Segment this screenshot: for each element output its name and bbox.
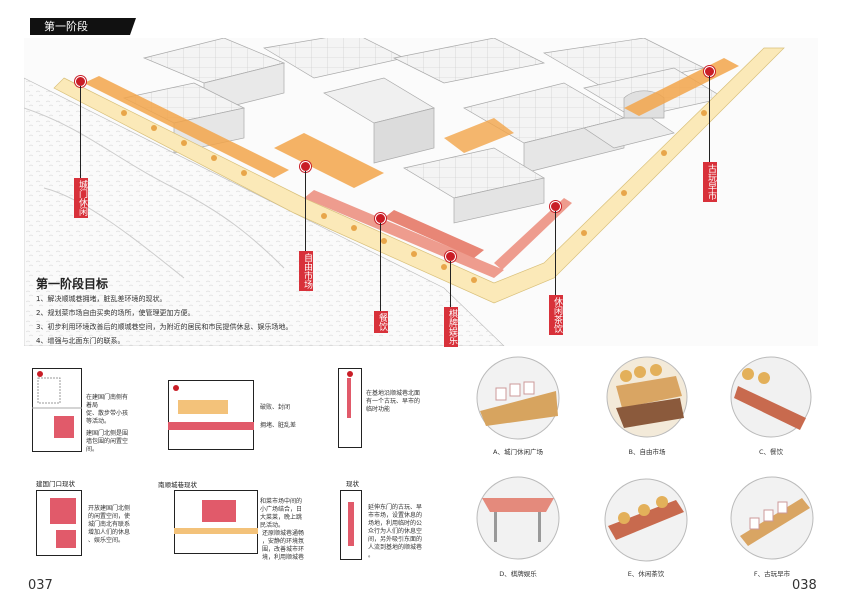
stage-title: 第一阶段 (44, 20, 88, 33)
goal-item-1: 1、解决顺城巷拥堵，脏乱差环境的现状。 (36, 295, 167, 303)
market-strip-west (84, 76, 289, 178)
marker-c-line (380, 223, 381, 311)
vignette-e-caption: E、休闲茶饮 (627, 570, 665, 578)
vignette-f-antique (730, 476, 814, 560)
aerial-axonometric-drawing (24, 38, 818, 346)
analysis-map-b3 (340, 490, 362, 560)
vignette-b-caption: B、自由市场 (628, 448, 666, 456)
background-buildings (122, 38, 725, 224)
analysis-a1-note: 在建国门南侧有着局促、散步带小孩等活动。 (86, 394, 129, 425)
marker-b-line (305, 171, 306, 251)
vignette-c-caption: C、餐饮 (758, 448, 784, 456)
analysis-a2-legend-1: 破败、封闭 (260, 404, 291, 411)
label-antique-market: 古玩早市 (703, 162, 717, 202)
page-number-right: 038 (792, 578, 817, 593)
tea-strip (494, 198, 572, 270)
shuncheng-lane-road (53, 47, 785, 304)
analysis-a1-note2: 建国门北侧是围墙包围的闲置空间。 (86, 430, 129, 453)
label-city-gate-leisure: 城门休闲 (74, 178, 88, 218)
analysis-map-a2 (168, 380, 254, 450)
goal-item-2: 2、规划菜市场自由买卖的场所，使管理更加方便。 (36, 309, 195, 317)
goals-title: 第一阶段目标 (36, 277, 109, 291)
analysis-map-a3 (338, 368, 362, 448)
label-dining: 餐饮 (374, 311, 388, 333)
marker-a-line (80, 86, 81, 178)
analysis-b2-title: 南顺城巷现状 (158, 481, 197, 489)
page-number-left: 037 (28, 578, 53, 593)
vignette-a-caption: A、城门休闲广场 (493, 448, 543, 456)
label-chess-entertainment: 棋牌娱乐 (444, 307, 458, 347)
vignette-e-tea (604, 478, 688, 562)
marker-d-line (450, 261, 451, 307)
vignette-d-chess (476, 476, 560, 560)
analysis-b3-title: 现状 (346, 480, 359, 488)
analysis-b2-note2: 还原顺城巷通畅，安静的环境氛围，改善城市环境，利用顺城巷 (262, 530, 305, 561)
marker-f-line (709, 76, 710, 162)
analysis-b2-note: 和菜市场中间的小广场结合，日大菜莱，晚上跳民活动。 (260, 498, 303, 529)
analysis-b3-note: 延伸东门的古玩、早市市场，设置休息的场地，利用临时的公众行为人们的休息空间，另外… (368, 504, 423, 559)
vignette-f-caption: F、古玩早市 (753, 570, 791, 578)
analysis-map-b2 (174, 490, 258, 554)
analysis-b1-title: 建国门口现状 (36, 480, 75, 488)
vignette-b-free-market (606, 356, 688, 438)
analysis-a3-note: 在基地沿顺城巷北面有一个古玩、早市的临时功能 (366, 390, 421, 413)
analysis-map-a1 (32, 368, 82, 452)
label-free-market: 自由市场 (299, 251, 313, 291)
analysis-a2-legend-2: 拥堵、脏乱差 (260, 422, 297, 429)
analysis-map-b1 (36, 490, 82, 556)
street-trees (121, 110, 707, 283)
analysis-b1-note: 开放建国门北侧的闲置空间，使城门南北有联系增加人们的休息、娱乐空间。 (88, 505, 131, 544)
vignette-d-caption: D、棋牌娱乐 (499, 570, 537, 578)
goal-item-4: 4、增强与北面东门的联系。 (36, 337, 125, 345)
marker-e-line (555, 211, 556, 295)
vignette-a-city-gate-plaza (476, 356, 560, 440)
free-market-plaza (274, 133, 384, 188)
vignette-c-dining (730, 356, 812, 438)
stage-title-bar: 第一阶段 (30, 18, 136, 35)
label-leisure-tea: 休闲茶饮 (549, 295, 563, 335)
city-wall-park (24, 77, 505, 346)
goal-item-3: 3、初步利用环境改善后的顺城巷空间，为附近的居民和市民提供休息、娱乐场地。 (36, 323, 293, 331)
